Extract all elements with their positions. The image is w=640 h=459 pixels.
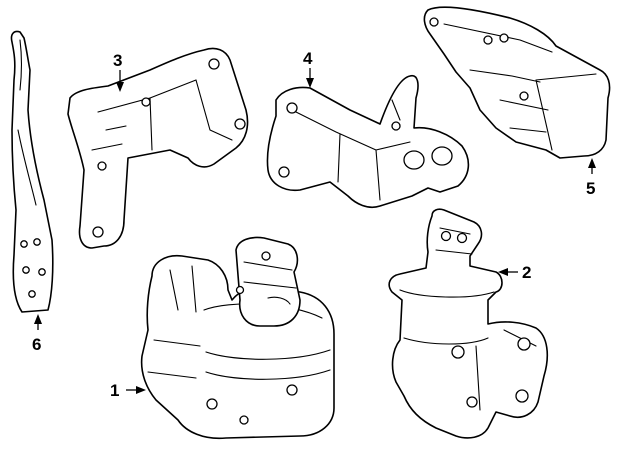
callout-1: 1 xyxy=(110,381,119,400)
arrow-1 xyxy=(136,386,146,394)
part-4-mount-bracket xyxy=(266,74,470,209)
callout-6: 6 xyxy=(32,335,41,354)
callout-labels: 3 4 5 6 1 2 xyxy=(32,49,595,400)
callout-3: 3 xyxy=(113,51,122,70)
part-1-engine-mount xyxy=(140,236,335,440)
arrow-6 xyxy=(34,314,42,324)
part-5-mount-bracket xyxy=(423,6,611,159)
callout-leaders xyxy=(34,68,596,394)
arrow-3 xyxy=(116,82,124,92)
part-6-support-rod xyxy=(10,30,54,313)
part-3-mount-bracket xyxy=(67,47,249,249)
arrow-2 xyxy=(498,268,508,276)
callout-5: 5 xyxy=(586,179,595,198)
part-2-transmission-mount xyxy=(388,208,549,439)
arrow-5 xyxy=(588,158,596,168)
callout-2: 2 xyxy=(522,263,531,282)
callout-4: 4 xyxy=(303,49,313,68)
arrow-4 xyxy=(306,78,314,88)
